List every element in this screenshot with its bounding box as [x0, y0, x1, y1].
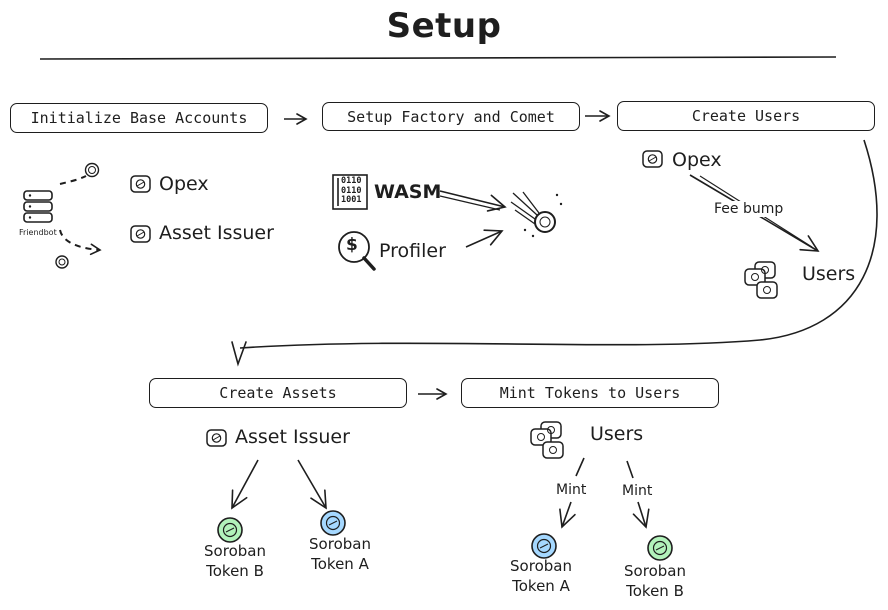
token-b-label-line2: Token B [206, 562, 264, 580]
step-create-users: Create Users [617, 101, 875, 131]
token-a-coin-icon [320, 510, 346, 536]
step-setup-factory-and-comet: Setup Factory and Comet [322, 102, 580, 131]
step-mint-tokens-to-users: Mint Tokens to Users [461, 378, 719, 408]
binary-row: 0110 [341, 176, 362, 186]
coin-icon [55, 255, 69, 269]
wasm-binary-digits: 0110 0110 1001 [341, 176, 365, 206]
mint-arrow-left-upper [575, 457, 585, 477]
token-a-label-line2: Token A [512, 577, 570, 595]
profiler-to-comet-arrow [465, 229, 504, 248]
binary-file-icon [332, 174, 368, 210]
wasm-to-comet-arrow [439, 190, 507, 212]
token-a-label-line1: Soroban [510, 557, 572, 575]
token-a-label: Soroban Token A [496, 556, 586, 596]
mint-arrow-right-upper [626, 460, 634, 479]
asset-issuer-label: Asset Issuer [159, 222, 274, 244]
mint-arrow-right [632, 501, 650, 529]
issuer-to-token-a-arrow [297, 459, 327, 510]
opex-label: Opex [672, 149, 722, 171]
arrow-users-to-assets-loop [239, 139, 878, 349]
comet-icon [510, 191, 563, 238]
binary-row: 1001 [341, 195, 362, 205]
token-b-coin-icon [217, 517, 243, 543]
friendbot-to-issuer-arrow [59, 229, 102, 256]
mint-arrow-left [559, 501, 576, 529]
token-a-label-line1: Soroban [309, 535, 371, 553]
magnifier-dollar-icon [338, 231, 376, 271]
mint-label: Mint [556, 482, 587, 498]
wasm-label: WASM [374, 181, 442, 203]
opex-label: Opex [159, 173, 209, 195]
token-b-label-line2: Token B [626, 582, 684, 600]
step-create-assets: Create Assets [149, 378, 407, 408]
friendbot-label: Friendbot [19, 228, 57, 237]
server-icon [23, 190, 53, 223]
friendbot-to-opex-arrow [59, 175, 87, 185]
step-initialize-base-accounts: Initialize Base Accounts [10, 103, 268, 133]
users-label: Users [590, 423, 644, 445]
mint-label: Mint [622, 483, 653, 499]
token-a-label-line2: Token A [311, 555, 369, 573]
users-group-icon [530, 421, 564, 459]
account-icon [642, 150, 663, 168]
token-a-label: Soroban Token A [295, 534, 385, 574]
token-b-coin-icon [647, 535, 673, 561]
wasm-to-comet-arrow-2 [439, 195, 501, 211]
page-title: Setup [386, 6, 502, 46]
binary-row: 0110 [341, 185, 362, 196]
token-b-label-line1: Soroban [204, 542, 266, 560]
token-a-coin-icon [531, 533, 557, 559]
account-icon [130, 175, 151, 193]
asset-issuer-label: Asset Issuer [235, 426, 350, 448]
users-label: Users [802, 263, 856, 285]
token-b-label-line1: Soroban [624, 562, 686, 580]
issuer-to-token-b-arrow [231, 459, 259, 510]
account-icon [206, 429, 227, 447]
dollar-symbol: $ [346, 235, 358, 255]
fee-bump-label: Fee bump [712, 201, 786, 217]
token-b-label: Soroban Token B [610, 561, 700, 601]
token-b-label: Soroban Token B [190, 541, 280, 581]
users-group-icon [744, 261, 778, 299]
coin-icon [84, 162, 100, 178]
profiler-label: Profiler [379, 240, 446, 262]
arrow-users-to-assets-head [231, 341, 247, 367]
title-underline [39, 56, 837, 60]
account-icon [130, 225, 151, 243]
